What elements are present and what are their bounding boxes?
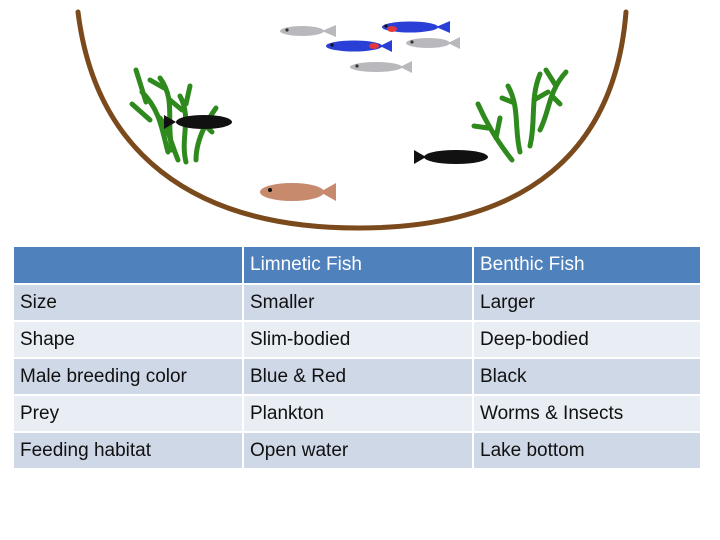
row-limnetic-value: Plankton [244, 396, 472, 431]
table-row: Feeding habitat Open water Lake bottom [14, 433, 700, 468]
row-limnetic-value: Blue & Red [244, 359, 472, 394]
limnetic-fish-blue-red-2 [326, 40, 392, 52]
row-limnetic-value: Open water [244, 433, 472, 468]
table-row: Prey Plankton Worms & Insects [14, 396, 700, 431]
row-limnetic-value: Smaller [244, 285, 472, 320]
row-benthic-value: Deep-bodied [474, 322, 700, 357]
benthic-fish-black-right [414, 150, 488, 164]
lake-illustration [75, 9, 629, 231]
lake-basin-outline [75, 9, 629, 231]
table-row: Male breeding color Blue & Red Black [14, 359, 700, 394]
row-limnetic-value: Slim-bodied [244, 322, 472, 357]
limnetic-fish-grey-2 [406, 37, 460, 49]
row-trait-label: Size [14, 285, 242, 320]
comparison-table: Limnetic Fish Benthic Fish Size Smaller … [12, 245, 702, 470]
row-benthic-value: Worms & Insects [474, 396, 700, 431]
row-trait-label: Male breeding color [14, 359, 242, 394]
benthic-fish-black-left [164, 115, 232, 129]
limnetic-fish-blue-red-1 [382, 21, 450, 33]
limnetic-fish-grey-3 [350, 61, 412, 73]
row-benthic-value: Lake bottom [474, 433, 700, 468]
row-trait-label: Feeding habitat [14, 433, 242, 468]
row-benthic-value: Larger [474, 285, 700, 320]
table-row: Shape Slim-bodied Deep-bodied [14, 322, 700, 357]
row-benthic-value: Black [474, 359, 700, 394]
row-trait-label: Prey [14, 396, 242, 431]
header-limnetic-fish: Limnetic Fish [244, 247, 472, 283]
table-row: Size Smaller Larger [14, 285, 700, 320]
table-header-row: Limnetic Fish Benthic Fish [14, 247, 700, 283]
limnetic-fish-grey-1 [280, 25, 336, 37]
header-benthic-fish: Benthic Fish [474, 247, 700, 283]
aquatic-plant-right [471, 67, 569, 163]
row-trait-label: Shape [14, 322, 242, 357]
header-trait [14, 247, 242, 283]
benthic-fish-brown [260, 183, 336, 201]
